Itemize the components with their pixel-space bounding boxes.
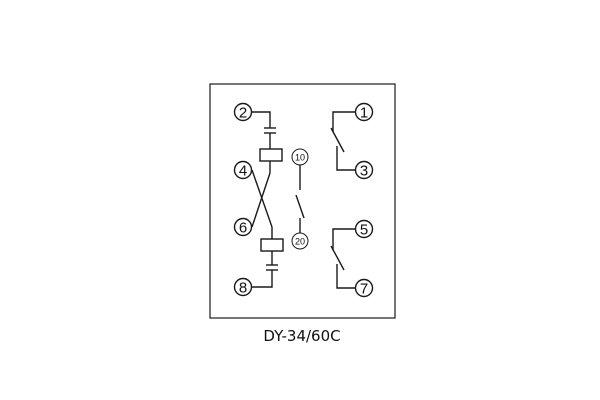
terminal-5: 5 bbox=[354, 219, 374, 239]
svg-text:7: 7 bbox=[360, 281, 368, 298]
terminal-10: 10 bbox=[291, 148, 309, 166]
svg-text:6: 6 bbox=[239, 220, 247, 237]
svg-text:5: 5 bbox=[360, 222, 368, 239]
svg-text:10: 10 bbox=[295, 153, 305, 163]
svg-text:4: 4 bbox=[239, 163, 247, 180]
terminal-1: 1 bbox=[354, 102, 374, 122]
terminal-6: 6 bbox=[233, 217, 253, 237]
terminal-4: 4 bbox=[233, 160, 253, 180]
svg-text:3: 3 bbox=[360, 163, 368, 180]
terminal-2: 2 bbox=[233, 102, 253, 122]
relay-frame bbox=[209, 83, 396, 319]
upper-right-contact bbox=[330, 111, 355, 171]
coil-circuit bbox=[250, 111, 284, 288]
lower-right-contact bbox=[330, 228, 355, 289]
terminal-7: 7 bbox=[354, 278, 374, 298]
terminal-20: 20 bbox=[291, 232, 309, 250]
terminal-3: 3 bbox=[354, 160, 374, 180]
upper-coil bbox=[259, 148, 283, 162]
middle-contact bbox=[295, 165, 305, 233]
model-caption: DY-34/60C bbox=[263, 327, 340, 345]
svg-text:8: 8 bbox=[239, 280, 247, 297]
svg-text:1: 1 bbox=[360, 105, 368, 122]
svg-text:2: 2 bbox=[239, 105, 247, 122]
svg-text:20: 20 bbox=[295, 237, 305, 247]
terminal-8: 8 bbox=[233, 277, 253, 297]
lower-coil bbox=[260, 238, 284, 252]
